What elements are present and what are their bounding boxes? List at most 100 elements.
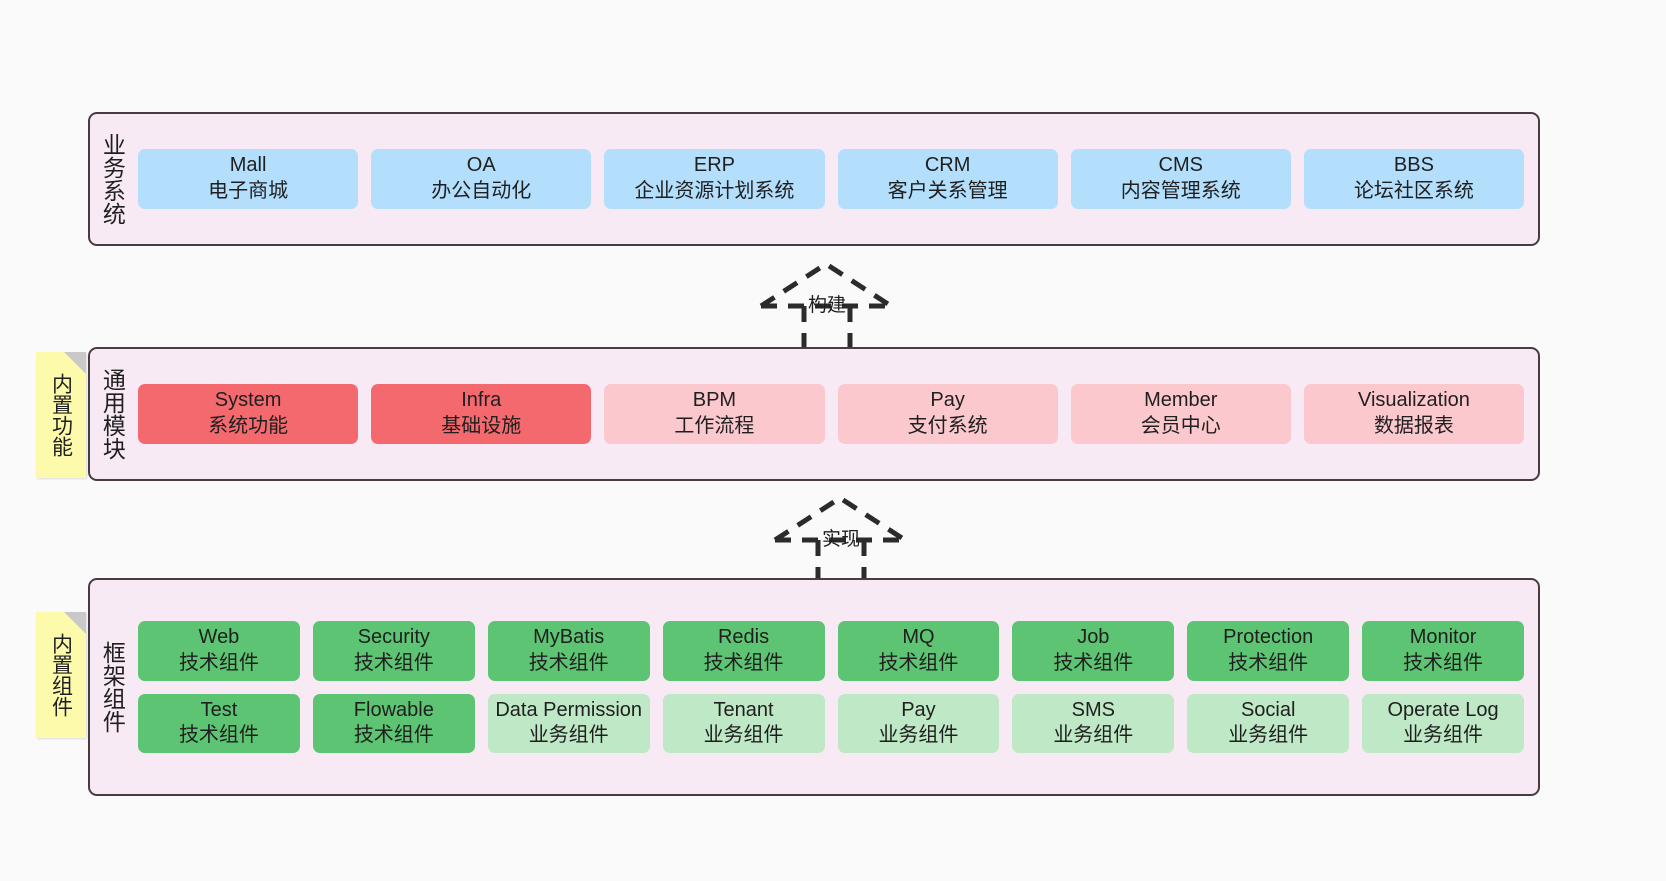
node-row: Test 技术组件 Flowable 技术组件 Data Permission … [138, 693, 1524, 753]
node-title: Pay [901, 698, 936, 721]
node-redis[interactable]: Redis 技术组件 [662, 621, 825, 681]
node-title: MQ [902, 626, 935, 649]
node-subtitle: 技术组件 [1053, 651, 1134, 674]
node-crm[interactable]: CRM 客户关系管理 [837, 149, 1058, 209]
node-row: Mall 电子商城 OA 办公自动化 ERP 企业资源计划系统 CRM 客户关系… [138, 149, 1525, 209]
node-web[interactable]: Web 技术组件 [138, 621, 300, 681]
node-title: Redis [717, 626, 770, 649]
node-title: Flowable [353, 698, 434, 721]
node-mall[interactable]: Mall 电子商城 [138, 149, 359, 209]
layer-body-common-module: System 系统功能 Infra 基础设施 BPM 工作流程 Pay 支付系统… [134, 349, 1538, 479]
node-title: Member [1144, 389, 1218, 412]
node-monitor[interactable]: Monitor 技术组件 [1362, 621, 1524, 681]
folded-corner-icon [64, 612, 86, 634]
node-row: System 系统功能 Infra 基础设施 BPM 工作流程 Pay 支付系统… [138, 384, 1525, 444]
node-subtitle: 业务组件 [703, 724, 784, 747]
note-label: 内置功能 [49, 373, 73, 457]
node-title: Security [357, 626, 430, 649]
node-operate-log[interactable]: Operate Log 业务组件 [1362, 693, 1524, 753]
node-erp[interactable]: ERP 企业资源计划系统 [604, 149, 825, 209]
node-subtitle: 业务组件 [528, 724, 609, 747]
node-subtitle: 业务组件 [1228, 724, 1309, 747]
node-member[interactable]: Member 会员中心 [1070, 384, 1291, 444]
node-test[interactable]: Test 技术组件 [138, 693, 300, 753]
node-title: Operate Log [1387, 698, 1499, 721]
node-title: Job [1077, 626, 1110, 649]
connector-build-label: 构建 [808, 295, 847, 316]
node-pay-business[interactable]: Pay 业务组件 [837, 693, 1000, 753]
node-title: Social [1240, 698, 1296, 721]
node-tenant[interactable]: Tenant 业务组件 [662, 693, 825, 753]
layer-label-business-system: 业务系统 [99, 133, 126, 225]
node-bbs[interactable]: BBS 论坛社区系统 [1303, 149, 1525, 209]
node-title: MyBatis [533, 626, 605, 649]
node-cms[interactable]: CMS 内容管理系统 [1070, 149, 1291, 209]
node-subtitle: 技术组件 [528, 651, 609, 674]
node-security[interactable]: Security 技术组件 [312, 621, 475, 681]
node-protection[interactable]: Protection 技术组件 [1187, 621, 1350, 681]
node-title: Infra [461, 389, 502, 412]
node-mybatis[interactable]: MyBatis 技术组件 [487, 621, 650, 681]
layer-common-module[interactable]: 通用模块 System 系统功能 Infra 基础设施 BPM 工作流程 Pay… [88, 347, 1540, 481]
layer-body-framework-component: Web 技术组件 Security 技术组件 MyBatis 技术组件 Redi… [134, 580, 1538, 794]
node-system[interactable]: System 系统功能 [138, 384, 359, 444]
node-title: CMS [1158, 154, 1203, 177]
node-title: Monitor [1409, 626, 1477, 649]
node-subtitle: 电子商城 [208, 180, 289, 202]
note-label: 内置组件 [49, 633, 73, 717]
layer-business-system[interactable]: 业务系统 Mall 电子商城 OA 办公自动化 ERP 企业资源计划系统 CRM… [88, 112, 1540, 246]
node-subtitle: 论坛社区系统 [1353, 180, 1474, 202]
node-bpm[interactable]: BPM 工作流程 [604, 384, 825, 444]
node-title: Web [198, 626, 240, 649]
node-title: System [214, 389, 282, 412]
node-oa[interactable]: OA 办公自动化 [371, 149, 592, 209]
note-builtin-component[interactable]: 内置组件 [36, 612, 86, 738]
node-subtitle: 基础设施 [441, 415, 522, 437]
node-title: Tenant [713, 698, 774, 721]
node-flowable[interactable]: Flowable 技术组件 [312, 693, 475, 753]
node-subtitle: 工作流程 [674, 415, 755, 437]
node-title: Test [200, 698, 238, 721]
node-title: BBS [1393, 154, 1434, 177]
node-title: CRM [924, 154, 971, 177]
node-pay[interactable]: Pay 支付系统 [837, 384, 1058, 444]
node-subtitle: 会员中心 [1140, 415, 1221, 437]
node-subtitle: 技术组件 [178, 724, 259, 747]
layer-label-common-module: 通用模块 [99, 368, 126, 460]
node-title: Mall [229, 154, 267, 177]
node-subtitle: 技术组件 [878, 651, 959, 674]
node-title: ERP [693, 154, 735, 177]
node-mq[interactable]: MQ 技术组件 [837, 621, 1000, 681]
node-subtitle: 支付系统 [907, 415, 988, 437]
node-social[interactable]: Social 业务组件 [1187, 693, 1350, 753]
layer-framework-component[interactable]: 框架组件 Web 技术组件 Security 技术组件 MyBatis 技术组件… [88, 578, 1540, 796]
node-subtitle: 技术组件 [353, 724, 434, 747]
node-subtitle: 办公自动化 [431, 180, 532, 202]
node-title: Data Permission [495, 698, 643, 721]
node-title: Pay [930, 389, 965, 412]
node-subtitle: 企业资源计划系统 [634, 180, 795, 202]
node-title: BPM [692, 389, 737, 412]
node-infra[interactable]: Infra 基础设施 [371, 384, 592, 444]
node-title: SMS [1071, 698, 1115, 721]
layer-label-framework-component: 框架组件 [99, 641, 126, 733]
node-subtitle: 技术组件 [353, 651, 434, 674]
note-builtin-function[interactable]: 内置功能 [36, 352, 86, 478]
node-data-permission[interactable]: Data Permission 业务组件 [487, 693, 650, 753]
node-subtitle: 客户关系管理 [887, 180, 1008, 202]
node-title: Visualization [1357, 389, 1470, 412]
node-subtitle: 业务组件 [1403, 724, 1484, 747]
layer-body-business-system: Mall 电子商城 OA 办公自动化 ERP 企业资源计划系统 CRM 客户关系… [134, 114, 1538, 244]
node-subtitle: 系统功能 [208, 415, 289, 437]
connector-implement-label: 实现 [822, 529, 861, 550]
connector-build: 构建 [758, 258, 898, 350]
node-job[interactable]: Job 技术组件 [1012, 621, 1175, 681]
node-visualization[interactable]: Visualization 数据报表 [1303, 384, 1525, 444]
node-sms[interactable]: SMS 业务组件 [1012, 693, 1175, 753]
folded-corner-icon [64, 352, 86, 374]
node-row: Web 技术组件 Security 技术组件 MyBatis 技术组件 Redi… [138, 621, 1524, 681]
node-subtitle: 业务组件 [878, 724, 959, 747]
node-subtitle: 数据报表 [1373, 415, 1454, 437]
node-subtitle: 技术组件 [703, 651, 784, 674]
